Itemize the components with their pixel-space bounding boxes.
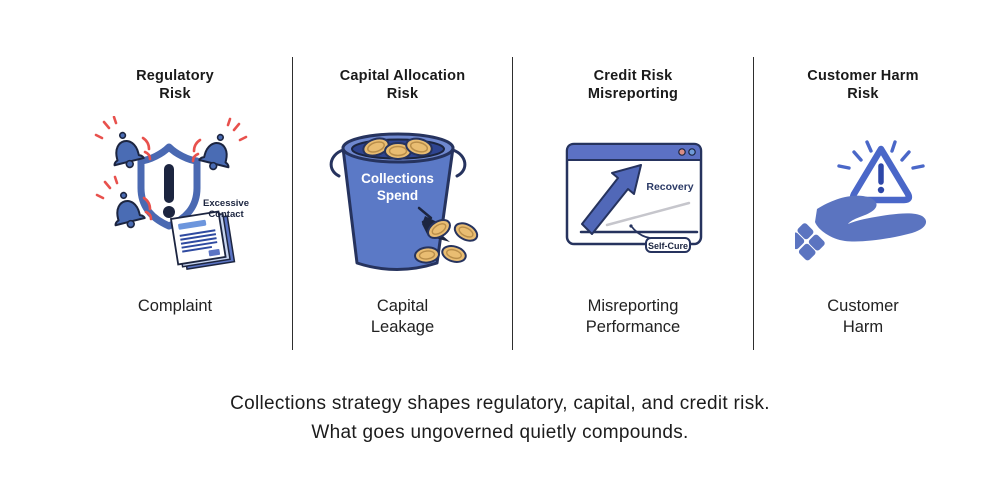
column-title: Customer Harm Risk: [807, 68, 919, 102]
shield-exclamation-bells-documents-icon: Excessive Contact: [87, 115, 263, 284]
column-label: Capital Leakage: [370, 297, 435, 336]
collections-spend-label: Collections Spend: [361, 170, 434, 203]
hand-warning-triangle-icon: [787, 139, 931, 261]
column-label: Complaint: [137, 297, 213, 315]
column-capital-allocation-risk: Capital Allocation Risk: [292, 57, 512, 350]
column-customer-harm-risk: Customer Harm Risk: [753, 57, 1000, 350]
excessive-contact-label: Excessive Contact: [203, 197, 249, 220]
leaking-bucket-coins-icon: Collections Spend: [323, 120, 483, 280]
column-title: Capital Allocation Risk: [339, 68, 466, 102]
column-label: Customer Harm: [827, 297, 899, 336]
column-title: Regulatory Risk: [136, 68, 214, 102]
recovery-label: Recovery: [646, 180, 694, 193]
column-label: Misreporting Performance: [585, 297, 681, 336]
risk-columns: Regulatory Risk: [0, 57, 1000, 350]
caption-text: Collections strategy shapes regulatory, …: [230, 393, 770, 443]
self-cure-label: Self-Cure: [647, 240, 688, 251]
column-credit-risk-misreporting: Credit Risk Misreporting: [512, 57, 753, 350]
column-regulatory-risk: Regulatory Risk: [0, 57, 292, 350]
chart-window-rising-arrow-icon: Recovery Self-Cure: [557, 134, 709, 266]
column-title: Credit Risk Misreporting: [587, 68, 679, 102]
